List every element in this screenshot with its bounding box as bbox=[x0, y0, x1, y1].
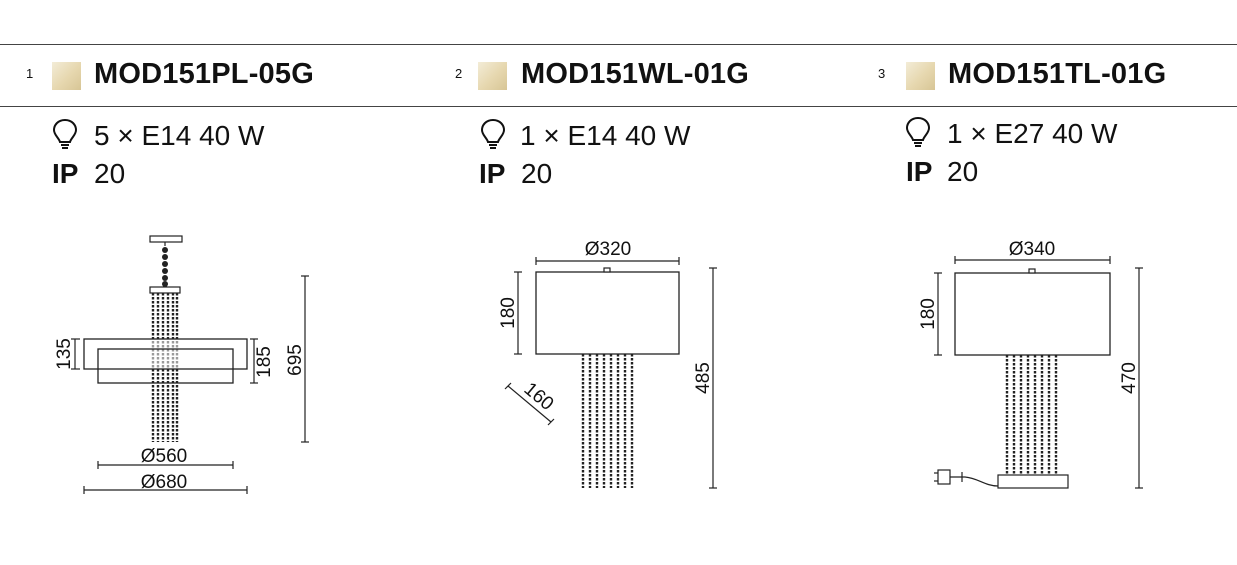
product-3: 3 MOD151TL-01G 1 × E27 40 W IP 20 bbox=[852, 44, 1237, 204]
dim-total-height: 695 bbox=[285, 344, 306, 376]
dim-total-height: 485 bbox=[693, 362, 714, 394]
ip-value: 20 bbox=[947, 156, 979, 187]
finish-swatch bbox=[906, 62, 935, 90]
bulb-icon bbox=[52, 118, 78, 149]
lamp-spec: 1 × E27 40 W bbox=[947, 118, 1118, 149]
table-lamp-drawing bbox=[934, 256, 1143, 489]
product-number: 3 bbox=[878, 66, 886, 81]
bead-strands bbox=[581, 354, 634, 488]
wall-lamp-drawing bbox=[504, 257, 717, 489]
dim-shade-height: 180 bbox=[498, 297, 519, 329]
finish-swatch bbox=[52, 62, 81, 90]
ip-label: IP bbox=[906, 156, 933, 187]
dim-shade-height: 135 bbox=[54, 338, 75, 370]
bead-strands bbox=[1005, 355, 1058, 474]
dim-shade-height: 180 bbox=[918, 298, 939, 330]
dim-diameter: Ø320 bbox=[585, 239, 631, 260]
product-code: MOD151TL-01G bbox=[948, 58, 1167, 90]
bulb-icon bbox=[480, 118, 506, 149]
plug-icon bbox=[934, 469, 951, 485]
bulb-icon bbox=[905, 116, 931, 147]
lamp-spec: 1 × E14 40 W bbox=[520, 120, 691, 151]
header-bottom-rule bbox=[0, 106, 1237, 107]
ip-value: 20 bbox=[94, 158, 126, 189]
dim-total-height: 470 bbox=[1119, 362, 1140, 394]
product-number: 1 bbox=[26, 66, 34, 81]
dim-depth: 160 bbox=[520, 379, 558, 415]
pendant-drawing bbox=[71, 235, 309, 494]
chain bbox=[162, 247, 168, 287]
product-number: 2 bbox=[455, 66, 463, 81]
product-code: MOD151WL-01G bbox=[521, 58, 749, 90]
product-2: 2 MOD151WL-01G 1 × E14 40 W IP 20 bbox=[428, 44, 838, 204]
product-1: 1 MOD151PL-05G 5 × E14 40 W IP 20 bbox=[0, 44, 410, 204]
ip-label: IP bbox=[479, 158, 506, 189]
finish-swatch bbox=[478, 62, 507, 90]
lamp-spec: 5 × E14 40 W bbox=[94, 120, 265, 151]
ip-label: IP bbox=[52, 158, 79, 189]
ip-value: 20 bbox=[521, 158, 553, 189]
header-top-rule bbox=[0, 44, 1237, 45]
dim-diameter-inner: Ø560 bbox=[141, 446, 187, 467]
product-code: MOD151PL-05G bbox=[94, 58, 314, 90]
dim-diameter: Ø340 bbox=[1009, 239, 1055, 260]
dim-shade-height-outer: 185 bbox=[254, 346, 275, 378]
dim-diameter-outer: Ø680 bbox=[141, 472, 187, 493]
